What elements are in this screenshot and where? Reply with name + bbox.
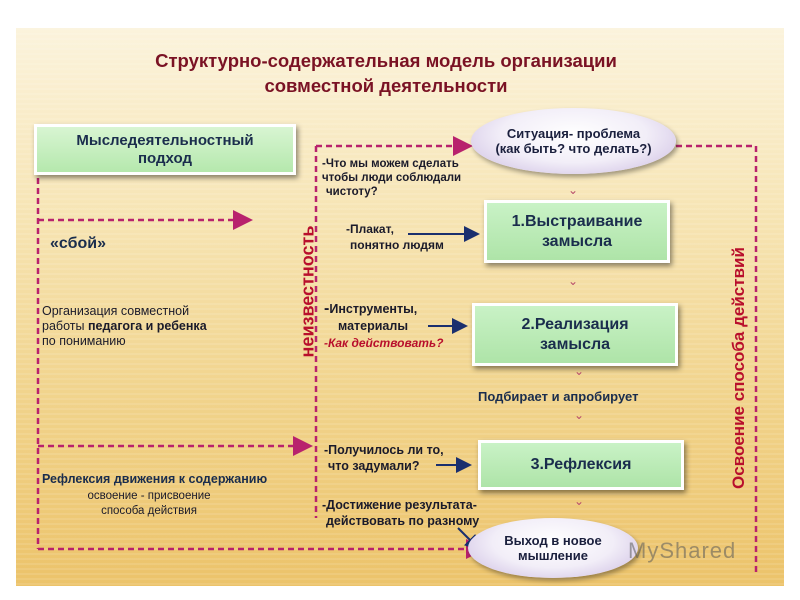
question-2: -Плакат, понятно людям bbox=[346, 221, 444, 253]
title-line-2: совместной деятельности bbox=[264, 75, 508, 96]
chevron-down-icon-4: ⌄ bbox=[574, 408, 585, 422]
chevron-down-icon-2: ⌄ bbox=[568, 274, 579, 288]
organization-line-1: Организация совместной bbox=[42, 304, 190, 318]
question-5-line-2: что задумали? bbox=[328, 459, 420, 473]
reflection-sub-line-1: освоение - присвоение bbox=[87, 490, 211, 502]
question-4: Подбирает и апробирует bbox=[478, 389, 639, 404]
question-3: -Инструменты, материалы -Как действовать… bbox=[324, 300, 443, 352]
question-1-line-3: чистоту? bbox=[326, 186, 378, 198]
title-line-1: Структурно-содержательная модель организ… bbox=[155, 50, 617, 71]
question-5-line-1: -Получилось ли то, bbox=[324, 443, 444, 457]
question-3-line-3: -Как действовать? bbox=[324, 336, 444, 350]
reflection-sub: освоение - присвоение способа действия bbox=[74, 489, 224, 519]
organization-text: Организация совместной работы педагога и… bbox=[42, 304, 207, 349]
reflection-heading: Рефлексия движения к содержанию bbox=[42, 472, 268, 486]
right-top-dash bbox=[676, 144, 758, 576]
question-3-line-2: материалы bbox=[338, 319, 408, 333]
situation-oval: Ситуация- проблема (как быть? что делать… bbox=[471, 108, 676, 174]
organization-line-2: работы педагога и ребенка bbox=[42, 319, 207, 334]
slide: Структурно-содержательная модель организ… bbox=[16, 28, 784, 586]
watermark: MyShared bbox=[628, 538, 737, 563]
chevron-down-icon-1: ⌄ bbox=[568, 183, 579, 197]
question-6-line-1: -Достижение результата- bbox=[322, 498, 477, 512]
situation-line-2: (как быть? что делать?) bbox=[495, 141, 652, 156]
vertical-unknown: неизвестность bbox=[297, 225, 318, 358]
question-3-line-1-text: Инструменты, bbox=[329, 302, 418, 316]
question-1-line-2: чтобы люди соблюдали bbox=[322, 172, 462, 184]
step-1-line-1: 1.Выстраивание bbox=[511, 212, 643, 230]
situation-line-1: Ситуация- проблема bbox=[506, 126, 641, 141]
question-2-line-1: -Плакат, bbox=[346, 222, 394, 236]
approach-line-1: Мыследеятельностный bbox=[76, 131, 254, 149]
step-2-line-1: 2.Реализация bbox=[521, 315, 629, 333]
chevron-down-icon-3: ⌄ bbox=[574, 364, 585, 378]
question-3-line-1: -Инструменты, bbox=[324, 300, 443, 318]
vertical-mastery: Освоение способа действий bbox=[729, 247, 748, 489]
step-2-box: 2.Реализация замысла bbox=[472, 303, 678, 366]
step-3-box: 3.Рефлексия bbox=[478, 440, 684, 490]
reflection-sub-line-2: способа действия bbox=[101, 505, 197, 517]
question-2-line-2: понятно людям bbox=[350, 238, 444, 252]
step-1-line-2: замысла bbox=[541, 232, 613, 250]
question-1: -Что мы можем сделать чтобы люди соблюда… bbox=[322, 157, 461, 199]
sboi-label: «сбой» bbox=[50, 235, 106, 252]
chevron-down-icon-5: ⌄ bbox=[574, 494, 585, 508]
exit-oval: Выход в новое мышление bbox=[468, 518, 638, 578]
approach-box: Мыследеятельностный подход bbox=[34, 124, 296, 175]
step-1-box: 1.Выстраивание замысла bbox=[484, 200, 670, 263]
step-2-line-2: замысла bbox=[539, 335, 611, 353]
organization-line-2-normal: работы bbox=[42, 319, 88, 333]
exit-line-2: мышление bbox=[518, 548, 588, 563]
exit-line-1: Выход в новое bbox=[504, 533, 602, 548]
step-3-label: 3.Рефлексия bbox=[530, 456, 632, 473]
organization-line-2-bold: педагога и ребенка bbox=[87, 319, 207, 333]
approach-line-2: подход bbox=[137, 149, 192, 167]
question-5: -Получилось ли то, что задумали? bbox=[324, 442, 444, 474]
question-6-line-2: действовать по разному bbox=[326, 514, 480, 528]
question-1-line-1: -Что мы можем сделать bbox=[322, 158, 459, 170]
organization-line-3: по пониманию bbox=[42, 334, 126, 348]
question-3-dash: - bbox=[324, 300, 330, 317]
question-6: -Достижение результата- действовать по р… bbox=[322, 497, 479, 529]
